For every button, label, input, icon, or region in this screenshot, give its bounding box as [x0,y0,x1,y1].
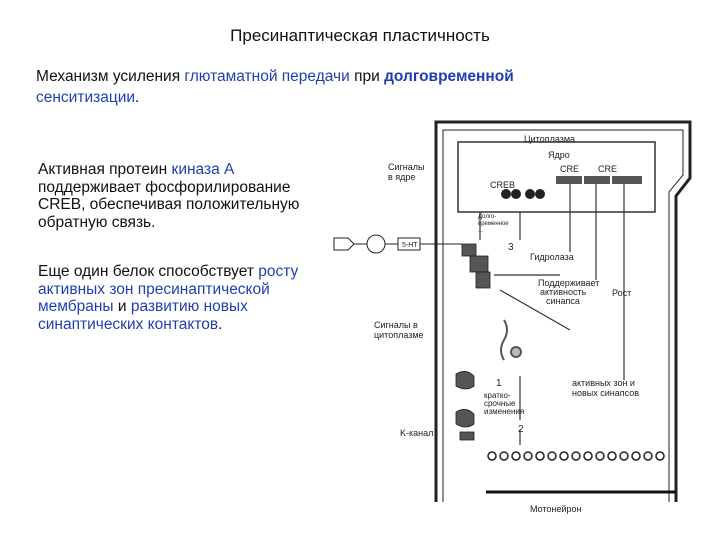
cyto-signals-label: цитоплазме [374,330,424,340]
slide-title: Пресинаптическая пластичность [230,26,490,45]
highlight-active-zones: росту активных зон пресинаптической мемб… [38,263,299,315]
cre-box-1 [556,176,582,184]
pathway-lines [479,184,625,445]
nucleus-label: Ядро [548,150,570,160]
paragraph-text: Активная протеин [38,161,172,178]
paragraph-text: и [113,298,131,315]
small-label: Долго- [478,214,496,220]
cell-membrane [434,120,692,502]
short-term-label: кратко- [484,391,511,400]
step-1-label: 1 [496,378,502,389]
subtitle-highlight-longterm: долговременной [384,68,514,85]
cre-box-2 [584,176,610,184]
subtitle-text: при [349,68,385,85]
paragraph-text: поддерживает фосфорилирование CREB, обес… [38,178,300,231]
receptor-proteins [455,243,491,441]
cyto-signals-label: Сигналы в [374,320,418,330]
paragraph-text: Еще один белок способствует [38,263,259,280]
paragraph-kinase: Активная протеин киназа А поддерживает ф… [38,161,318,231]
short-term-label: срочные [484,399,516,408]
creb-complex [501,189,545,199]
maintains-label: активность [540,287,587,297]
highlight-new-contacts: развитию новых синаптических контактов [38,298,248,333]
nuclear-signals-label: в ядре [388,172,415,182]
synaptic-vesicles [487,451,665,461]
subtitle-text: Механизм усиления [36,68,185,85]
subtitle-text: . [135,89,140,106]
nuclear-signals-label: Сигналы [388,162,425,172]
subtitle-highlight-sensitization: сенситизации [36,89,136,106]
channel-label: K-канал [400,428,433,438]
creb-label: CREB [490,180,515,190]
serotonin-label: 5-HT [402,242,418,249]
cre-box-3 [612,176,642,184]
maintains-label: синапса [546,296,580,306]
signal-molecule [500,319,522,361]
small-label: временное [478,221,509,227]
short-term-label: изменения [484,407,524,416]
motoneuron-label: Мотонейрон [530,504,581,514]
active-zones-label: активных зон и [572,378,635,388]
slide-subtitle: Механизм усиления глютаматной передачи п… [36,66,616,108]
paragraph-protein: Еще один белок способствует росту активн… [38,263,318,333]
cre-label-2: CRE [598,164,617,174]
small-label: ... [478,228,483,234]
paragraph-text: . [218,315,223,333]
maintains-label: Поддерживает [538,278,599,288]
cre-label-1: CRE [560,164,579,174]
growth-label: Рост [612,288,631,298]
step-3-label: 3 [508,242,514,253]
subtitle-highlight-glutamate: глютаматной передачи [184,68,350,85]
nucleus-outline [457,141,656,213]
highlight-kinase-a: киназа А [171,161,235,178]
step-2-label: 2 [518,424,524,435]
active-zones-label: новых синапсов [572,388,639,398]
serotonin-receptor [333,234,462,254]
hydrolase-label: Гидролаза [530,252,574,262]
cytoplasm-label: Цитоплазма [524,134,575,144]
